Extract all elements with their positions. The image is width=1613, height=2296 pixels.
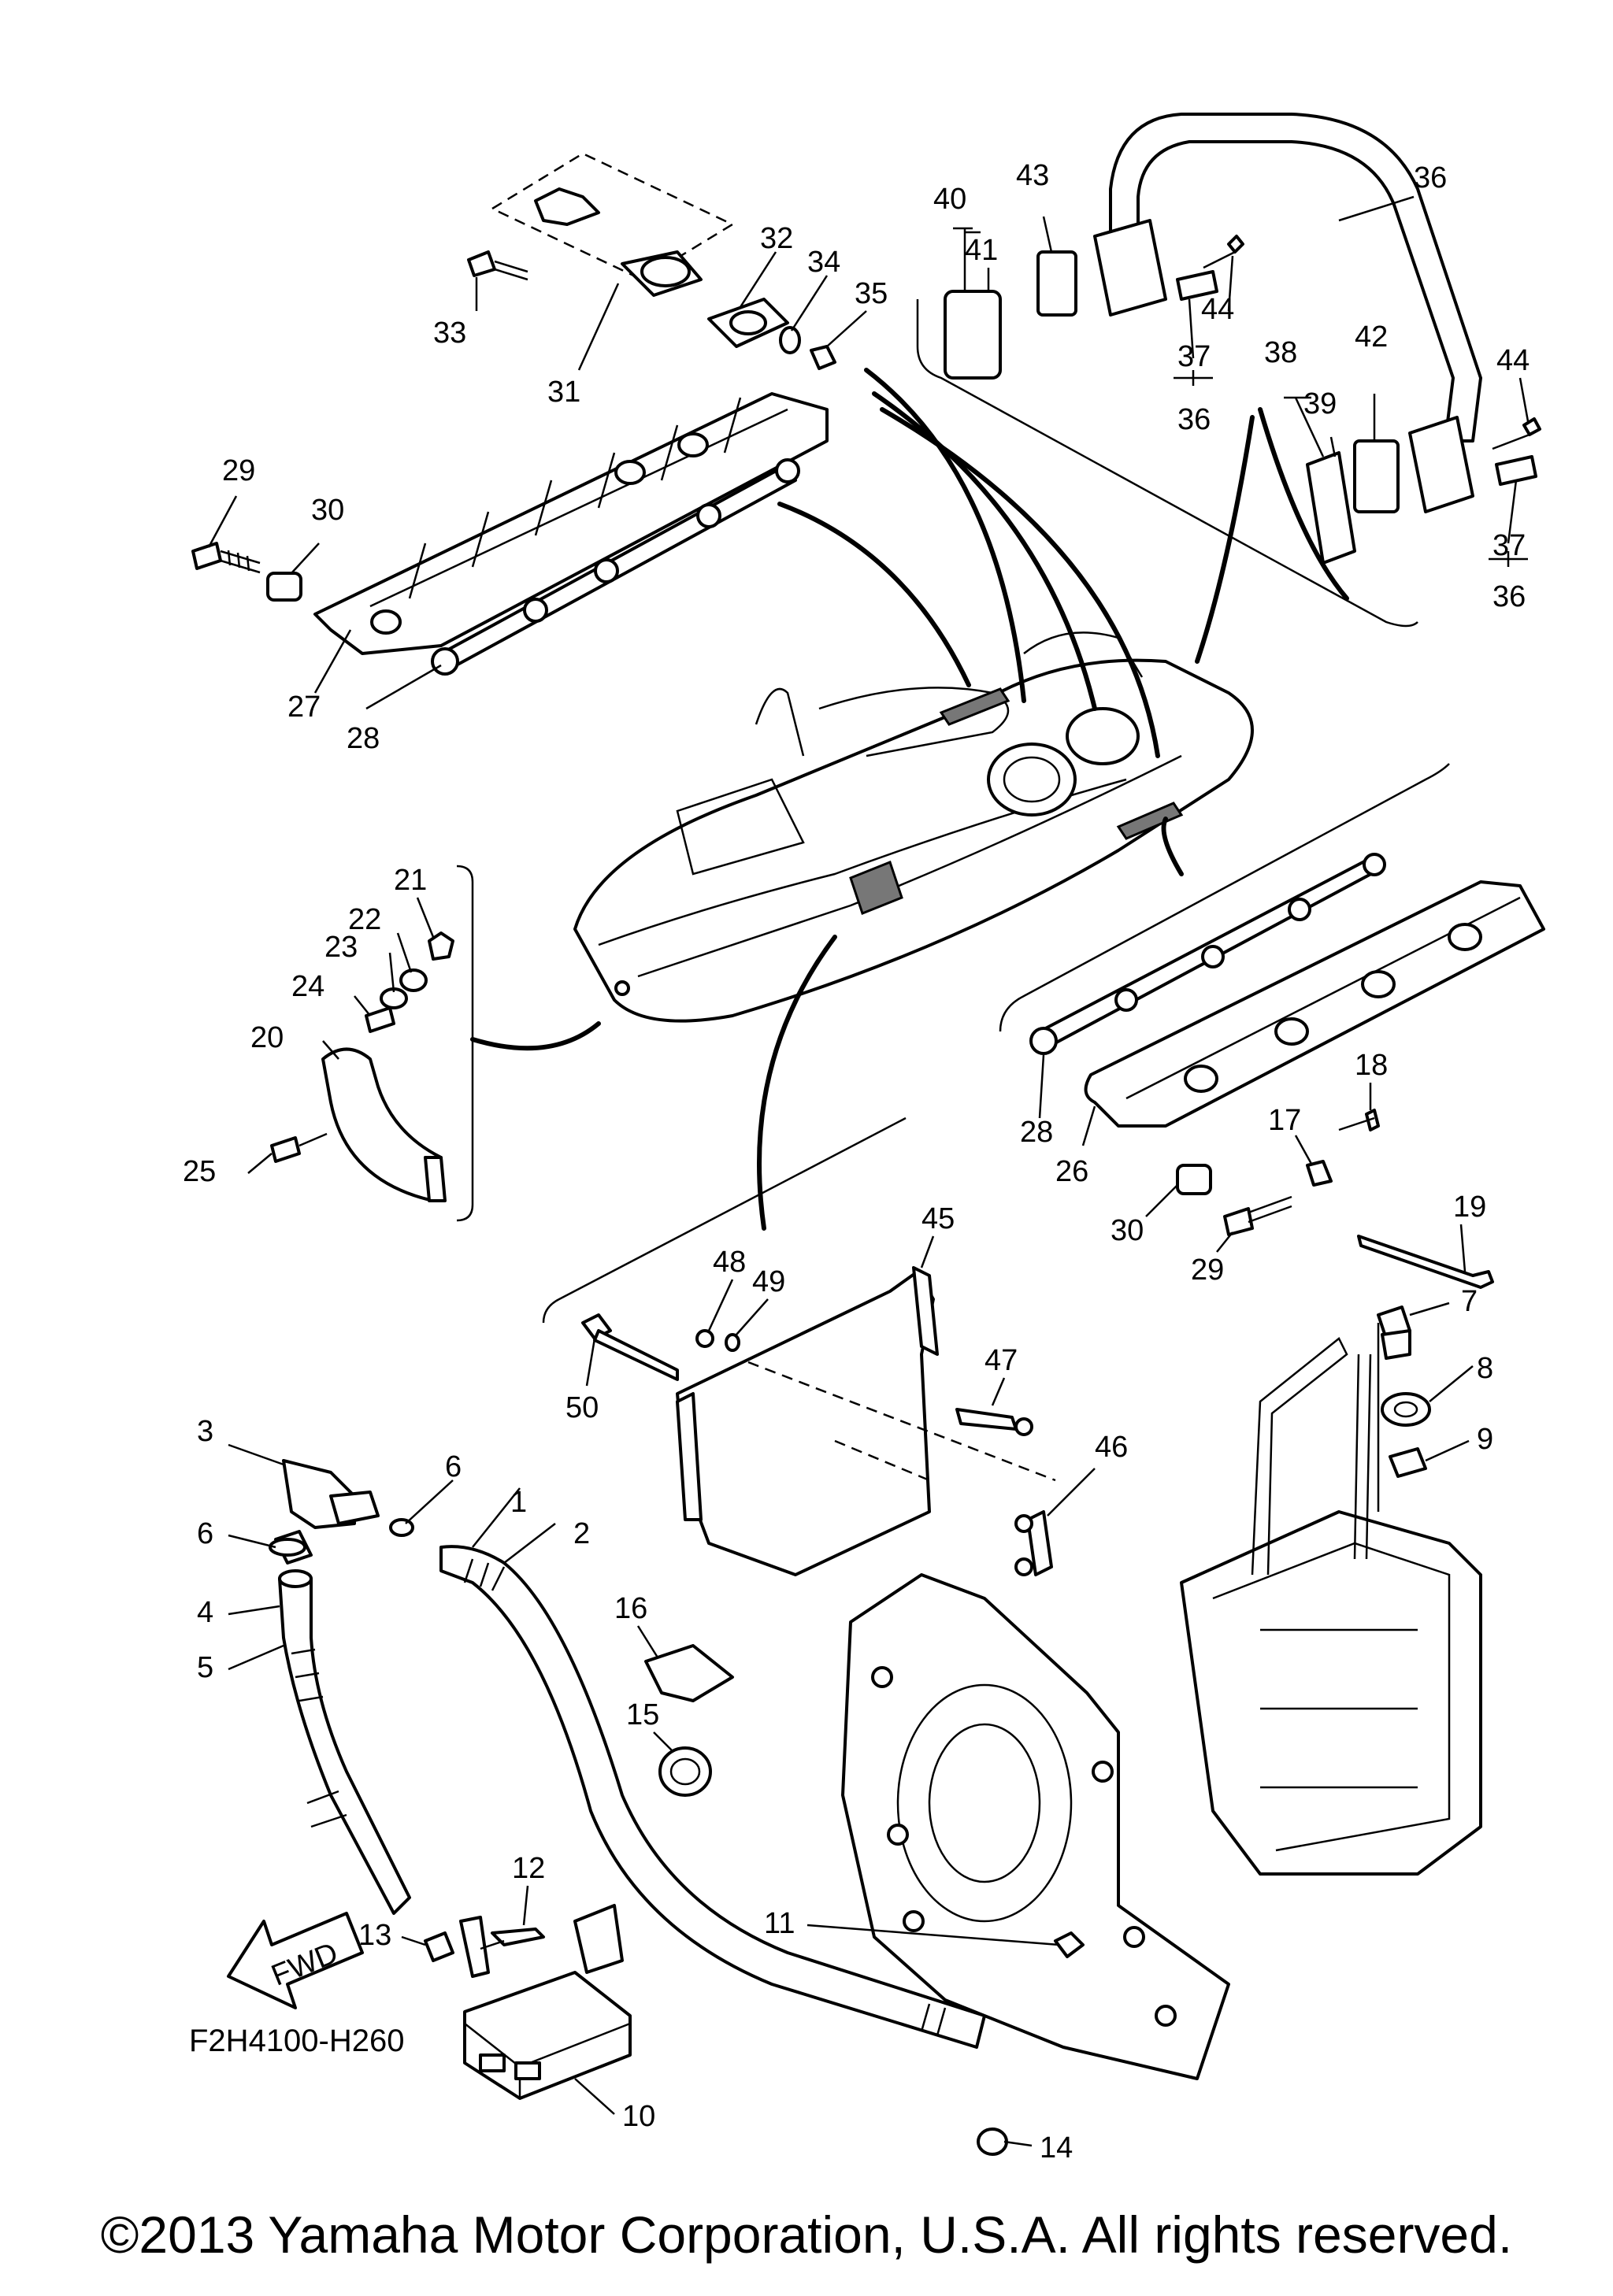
part-label: 15	[626, 1698, 659, 1731]
part-label: 1	[510, 1486, 527, 1519]
part-label: 14	[1040, 2131, 1073, 2165]
part-label: 48	[713, 1246, 746, 1279]
part-label: 18	[1355, 1049, 1388, 1082]
handle-rail-left-assembly	[191, 152, 867, 710]
part-label: 35	[855, 277, 888, 310]
part-label: 36	[1492, 580, 1526, 613]
part-label: 37	[1177, 340, 1211, 373]
part-label: 12	[512, 1852, 545, 1885]
part-label: 29	[222, 454, 255, 487]
pump-housing	[806, 1302, 1482, 2156]
part-label: 32	[760, 222, 793, 255]
part-label: 36	[1177, 403, 1211, 436]
grab-bar-assembly	[916, 113, 1541, 628]
part-label: 6	[197, 1517, 213, 1550]
part-label: 13	[358, 1919, 391, 1952]
part-label: 31	[547, 376, 580, 409]
part-label: 3	[197, 1415, 213, 1448]
diagram-code: F2H4100-H260	[189, 2024, 405, 2058]
part-label: 44	[1201, 293, 1234, 326]
part-label: 30	[1111, 1214, 1144, 1247]
handle-rail-right-assembly	[999, 763, 1545, 1289]
part-label: 8	[1477, 1352, 1493, 1385]
part-label: 20	[250, 1021, 284, 1054]
part-label: 34	[807, 246, 840, 279]
part-label: 47	[984, 1344, 1018, 1377]
part-label: 38	[1264, 336, 1297, 369]
part-label: 39	[1303, 387, 1337, 420]
part-label: 45	[921, 1202, 955, 1235]
part-label: 33	[433, 317, 466, 350]
part-label: 19	[1453, 1191, 1486, 1224]
fwd-arrow-icon	[227, 1912, 364, 2009]
part-label: 36	[1414, 161, 1447, 194]
part-label: 16	[614, 1592, 647, 1625]
part-labels: 1 2 3 4 5 6 6 7 8 9 10 11 12 13 14 15 16…	[183, 159, 1530, 2165]
part-label: 2	[573, 1517, 590, 1550]
part-label: 23	[324, 931, 358, 964]
intake-cover-assembly	[542, 1117, 1096, 1576]
part-label: 10	[622, 2100, 655, 2133]
part-label: 27	[287, 691, 321, 724]
bottom-left-assembly: FWD	[227, 1885, 632, 2115]
part-label: 26	[1055, 1155, 1088, 1188]
part-label: 40	[933, 183, 966, 216]
part-label: 42	[1355, 320, 1388, 354]
part-label: 28	[347, 722, 380, 755]
part-label: 21	[394, 864, 427, 897]
copyright-notice: ©2013 Yamaha Motor Corporation, U.S.A. A…	[100, 2205, 1513, 2264]
part-label: 25	[183, 1155, 216, 1188]
part-label: 41	[965, 234, 998, 267]
connector-lines	[470, 368, 1349, 1231]
part-label: 17	[1268, 1104, 1301, 1137]
part-label: 9	[1477, 1423, 1493, 1456]
part-label: 4	[197, 1596, 213, 1629]
part-label: 22	[348, 903, 381, 936]
part-label: 46	[1095, 1431, 1128, 1464]
hose-assembly	[228, 1443, 986, 2049]
part-label: 29	[1191, 1254, 1224, 1287]
bow-handle-assembly	[247, 865, 474, 1222]
part-label: 30	[311, 494, 344, 527]
part-label: 5	[197, 1651, 213, 1684]
part-label: 24	[291, 970, 324, 1003]
part-label: 6	[445, 1450, 462, 1483]
part-label: 43	[1016, 159, 1049, 192]
part-label: 49	[752, 1265, 785, 1298]
part-label: 11	[764, 1907, 795, 1940]
part-label: 7	[1461, 1285, 1478, 1318]
part-label: 28	[1020, 1116, 1053, 1149]
watercraft-body	[573, 631, 1254, 1023]
part-label: 50	[565, 1391, 599, 1424]
part-label: 37	[1492, 529, 1526, 562]
part-label: 44	[1496, 344, 1530, 377]
seal-and-cover-15-16	[636, 1625, 734, 1797]
